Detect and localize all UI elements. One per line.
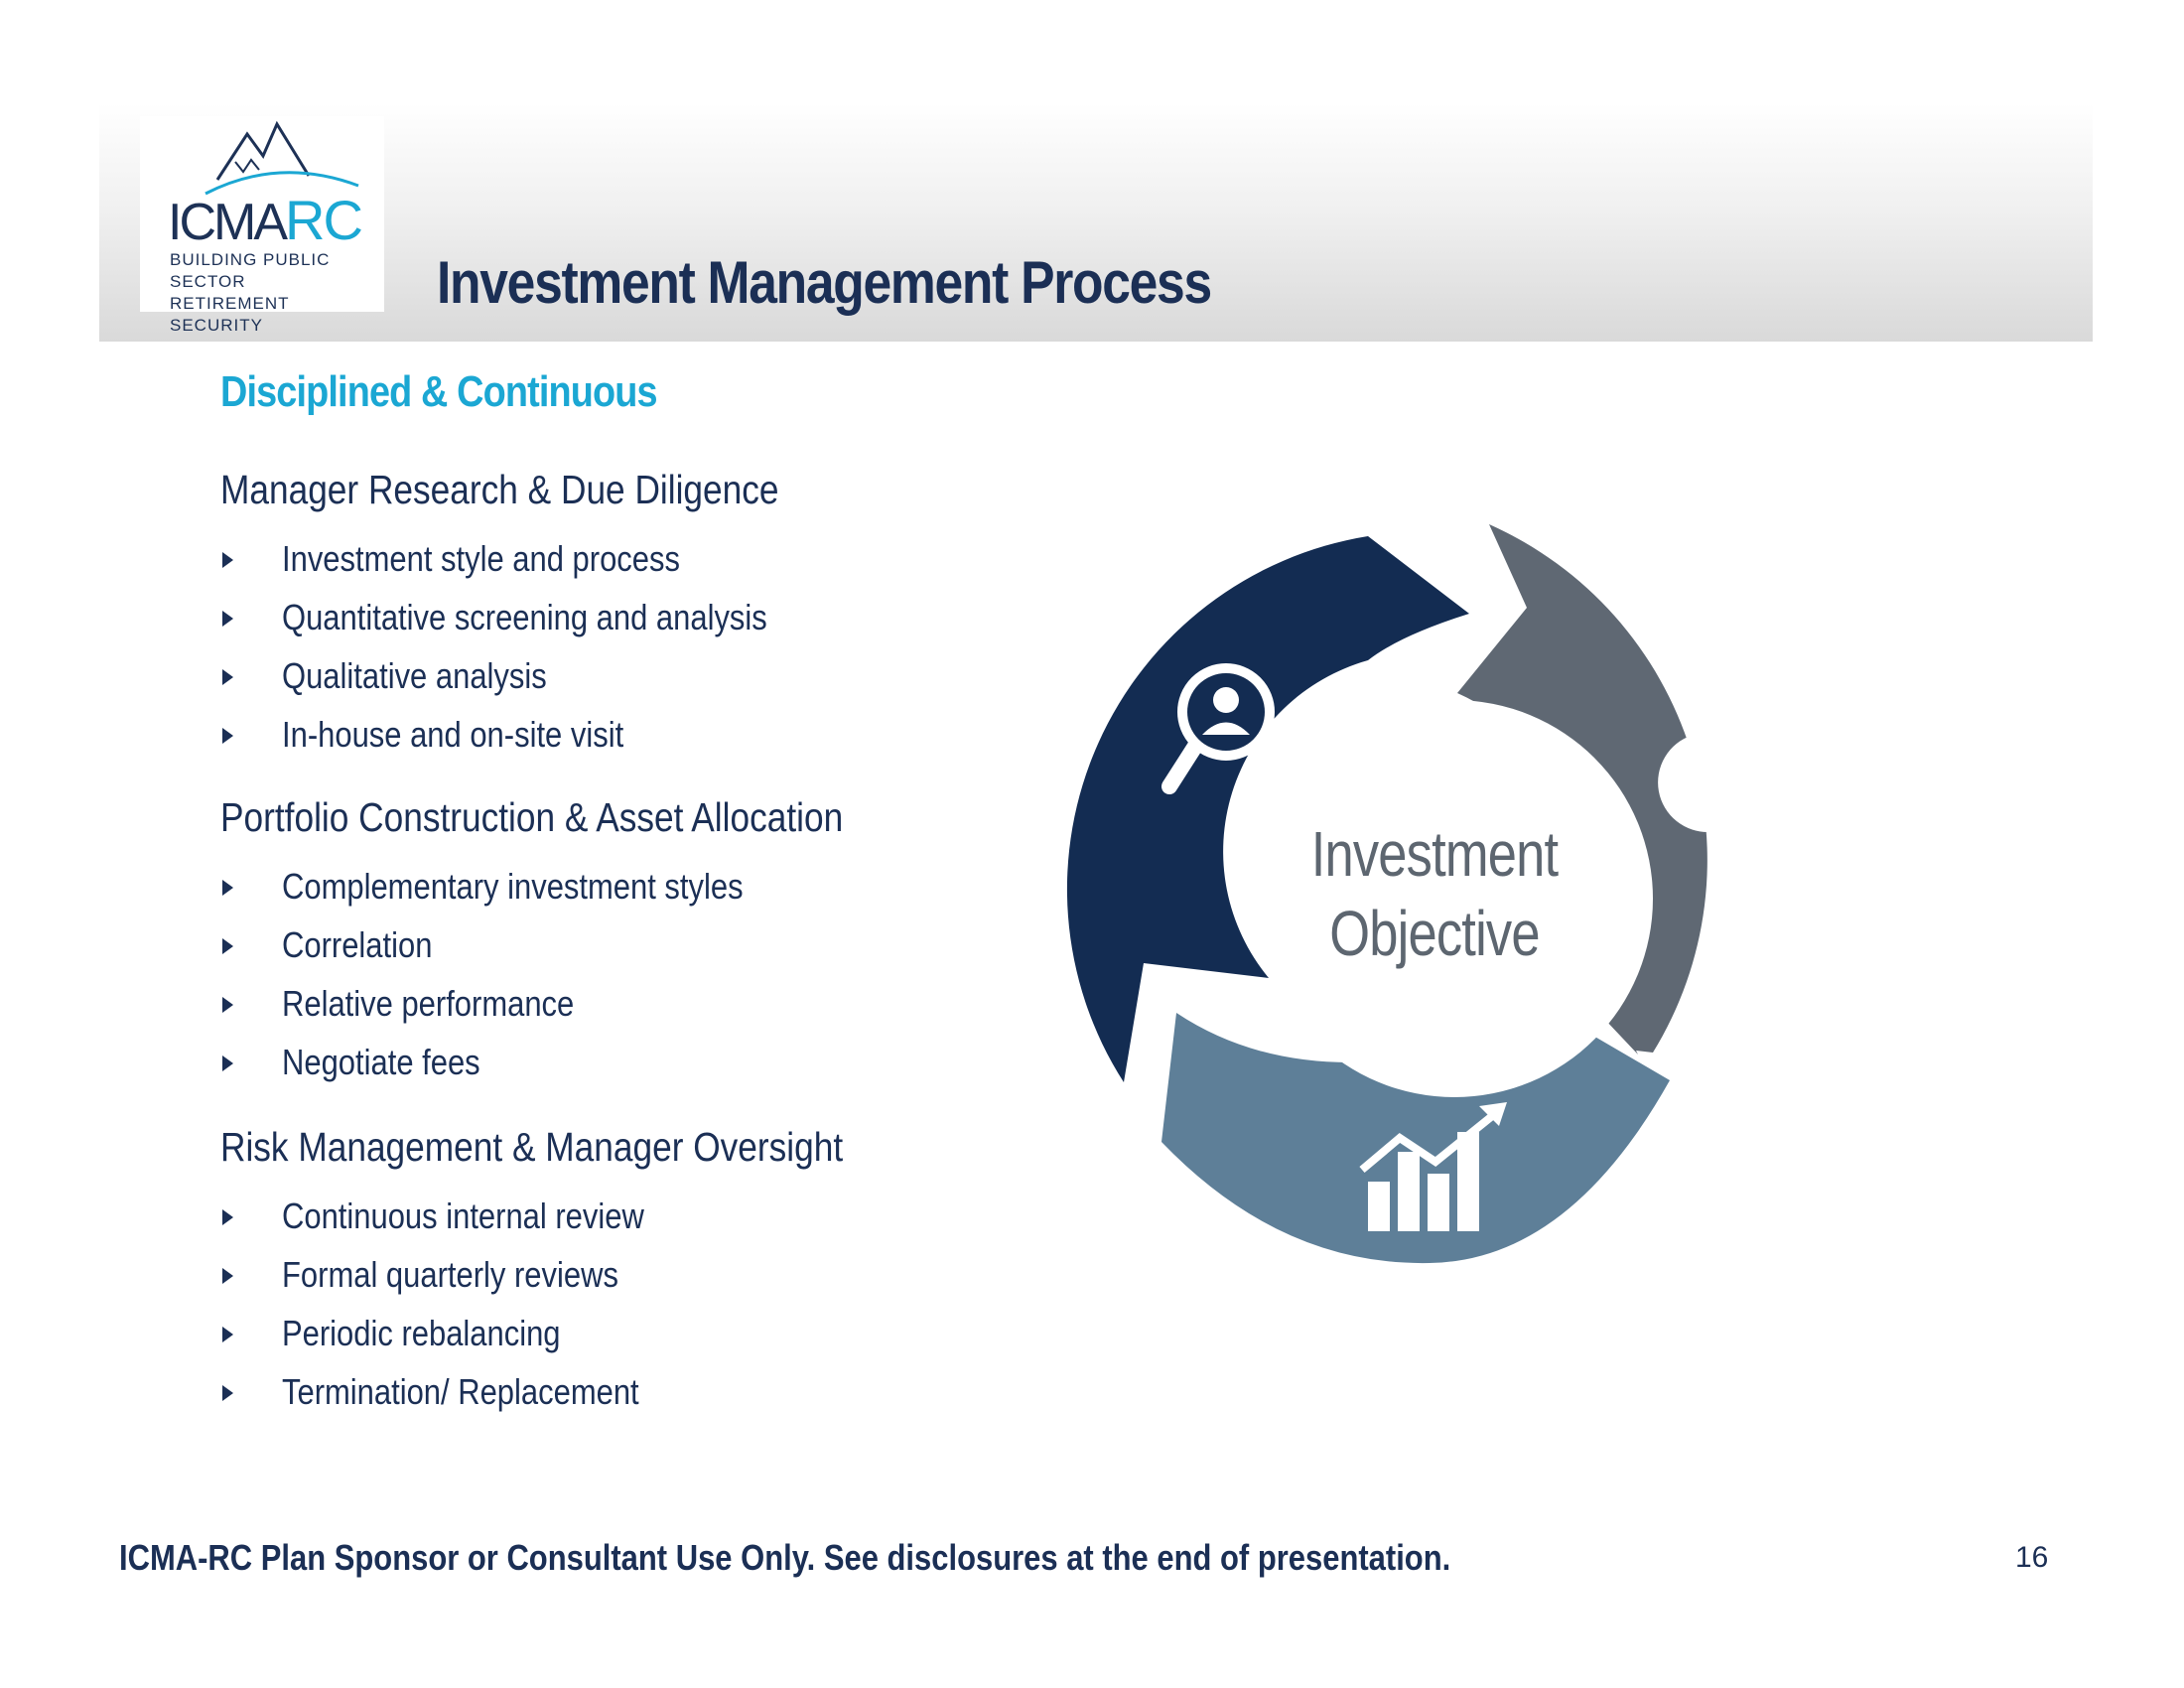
mountain-logo-icon [205, 120, 359, 196]
triangle-bullet-icon [222, 1055, 233, 1071]
triangle-bullet-icon [222, 669, 233, 685]
logo-brand-prefix: ICMA [168, 194, 288, 251]
triangle-bullet-icon [222, 1209, 233, 1225]
bullet-text: Quantitative screening and analysis [282, 597, 767, 637]
center-label-line1: Investment [1310, 818, 1559, 890]
bullet-item: Continuous internal review [220, 1194, 975, 1252]
bullet-item: Relative performance [220, 981, 975, 1040]
triangle-bullet-icon [222, 1327, 233, 1342]
bullet-item: Qualitative analysis [220, 653, 975, 712]
logo-tagline: BUILDING PUBLIC SECTOR RETIREMENT SECURI… [170, 249, 378, 337]
triangle-bullet-icon [222, 1268, 233, 1284]
page-number: 16 [2015, 1541, 2049, 1574]
bullet-item: Correlation [220, 922, 975, 981]
bullet-item: Termination/ Replacement [220, 1369, 975, 1428]
bullet-text: Negotiate fees [282, 1042, 480, 1082]
bar-growth-chart-icon [1359, 1102, 1507, 1231]
bullet-item: Investment style and process [220, 536, 975, 595]
bullet-list: Complementary investment styles Correlat… [220, 864, 975, 1098]
bullet-item: Quantitative screening and analysis [220, 595, 975, 653]
triangle-bullet-icon [222, 997, 233, 1013]
bullet-item: Formal quarterly reviews [220, 1252, 975, 1311]
logo-tagline-line1: BUILDING PUBLIC SECTOR [170, 250, 331, 291]
magnifier-person-icon [1161, 663, 1275, 794]
logo-tagline-line2: RETIREMENT SECURITY [170, 294, 290, 335]
logo-brand-suffix: RC [285, 189, 363, 251]
center-label-line2: Objective [1329, 898, 1540, 969]
bullet-text: Formal quarterly reviews [282, 1254, 618, 1295]
logo-wordmark: ICMARC [168, 188, 363, 257]
page-subtitle: Disciplined & Continuous [220, 367, 658, 416]
triangle-bullet-icon [222, 728, 233, 744]
header-band [99, 103, 2093, 342]
cycle-center-circle [1256, 700, 1653, 1097]
section-heading: Portfolio Construction & Asset Allocatio… [220, 794, 844, 840]
company-logo: ICMARC BUILDING PUBLIC SECTOR RETIREMENT… [140, 116, 384, 335]
bullet-text: Continuous internal review [282, 1196, 644, 1236]
bullet-text: In-house and on-site visit [282, 714, 624, 755]
bullet-text: Correlation [282, 924, 433, 965]
cycle-center-label: Investment Objective [1261, 814, 1608, 973]
section-heading: Risk Management & Manager Oversight [220, 1124, 844, 1170]
pie-chart-icon [1658, 722, 1769, 832]
bullet-text: Qualitative analysis [282, 655, 547, 696]
triangle-bullet-icon [222, 938, 233, 954]
section-manager-research: Manager Research & Due Diligence Investm… [220, 467, 975, 771]
investment-cycle-diagram [1066, 524, 1769, 1264]
page-title: Investment Management Process [437, 249, 1212, 316]
bullet-text: Complementary investment styles [282, 866, 744, 907]
bullet-text: Relative performance [282, 983, 575, 1024]
section-heading: Manager Research & Due Diligence [220, 467, 779, 512]
section-risk-management: Risk Management & Manager Oversight Cont… [220, 1124, 975, 1428]
bullet-list: Continuous internal review Formal quarte… [220, 1194, 975, 1428]
bullet-item: Negotiate fees [220, 1040, 975, 1098]
bullet-item: Periodic rebalancing [220, 1311, 975, 1369]
footer-disclaimer: ICMA-RC Plan Sponsor or Consultant Use O… [119, 1537, 1451, 1578]
bullet-list: Investment style and process Quantitativ… [220, 536, 975, 771]
triangle-bullet-icon [222, 552, 233, 568]
bullet-item: Complementary investment styles [220, 864, 975, 922]
triangle-bullet-icon [222, 880, 233, 896]
bullet-text: Investment style and process [282, 538, 680, 579]
cycle-segment-research [1066, 536, 1469, 1082]
bullet-text: Periodic rebalancing [282, 1313, 561, 1353]
section-portfolio-construction: Portfolio Construction & Asset Allocatio… [220, 794, 975, 1098]
bullet-item: In-house and on-site visit [220, 712, 975, 771]
bullet-text: Termination/ Replacement [282, 1371, 639, 1412]
triangle-bullet-icon [222, 1385, 233, 1401]
triangle-bullet-icon [222, 611, 233, 627]
